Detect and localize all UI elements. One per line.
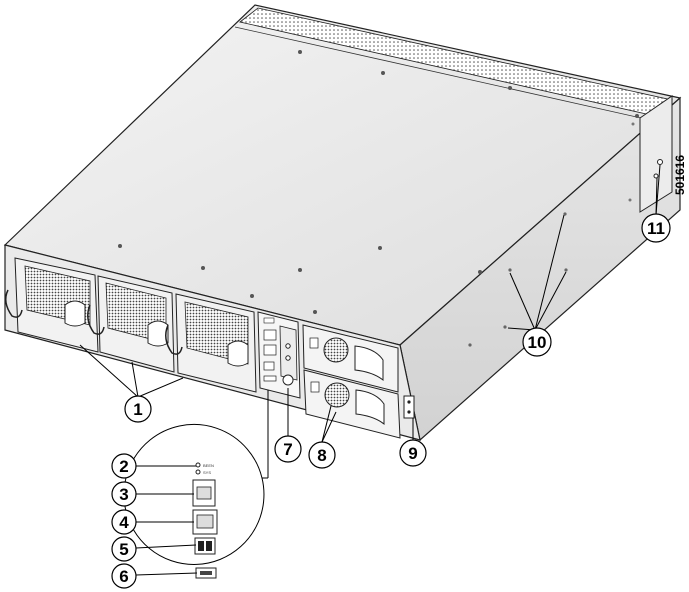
callout-9-label: 9 bbox=[408, 444, 417, 463]
led-label-bottom: SYS bbox=[203, 470, 211, 475]
magnifier-leaders bbox=[135, 465, 198, 576]
callout-2-label: 2 bbox=[119, 457, 128, 476]
callout-6-label: 6 bbox=[119, 567, 128, 586]
top-screws bbox=[118, 50, 639, 314]
io-module bbox=[257, 311, 301, 399]
fan-module-2 bbox=[87, 275, 175, 373]
callout-11-label: 11 bbox=[647, 219, 665, 238]
callout-9: 9 bbox=[399, 439, 427, 467]
ground-lug bbox=[403, 395, 415, 419]
callout-10: 10 bbox=[522, 327, 552, 357]
power-supply-2 bbox=[303, 369, 401, 439]
callout-6: 6 bbox=[111, 563, 137, 589]
callout-8-label: 8 bbox=[317, 446, 326, 465]
callout-4-label: 4 bbox=[119, 513, 129, 532]
callout-4: 4 bbox=[111, 509, 137, 535]
callout-3-label: 3 bbox=[119, 485, 128, 504]
power-supply-1 bbox=[302, 324, 399, 393]
led-label-top: BEEN bbox=[203, 463, 214, 468]
fan-module-1 bbox=[5, 257, 99, 353]
callout-7: 7 bbox=[274, 435, 302, 463]
side-screws bbox=[468, 212, 568, 347]
callout-3: 3 bbox=[111, 481, 137, 507]
callout-5: 5 bbox=[111, 536, 137, 562]
callout-1: 1 bbox=[124, 395, 152, 423]
rear-bracket bbox=[639, 95, 673, 213]
callout-5-label: 5 bbox=[119, 540, 128, 559]
callout-1-label: 1 bbox=[133, 400, 142, 419]
callout-8: 8 bbox=[308, 441, 336, 469]
callout-11: 11 bbox=[641, 213, 671, 243]
leader-lines bbox=[79, 164, 661, 479]
callout-7-label: 7 bbox=[283, 440, 292, 459]
callout-2: 2 bbox=[111, 453, 137, 479]
magnified-io-detail: BEEN SYS bbox=[123, 423, 265, 579]
fan-module-3 bbox=[165, 293, 257, 393]
figure-id: 501616 bbox=[673, 155, 687, 195]
callout-10-label: 10 bbox=[528, 333, 547, 352]
